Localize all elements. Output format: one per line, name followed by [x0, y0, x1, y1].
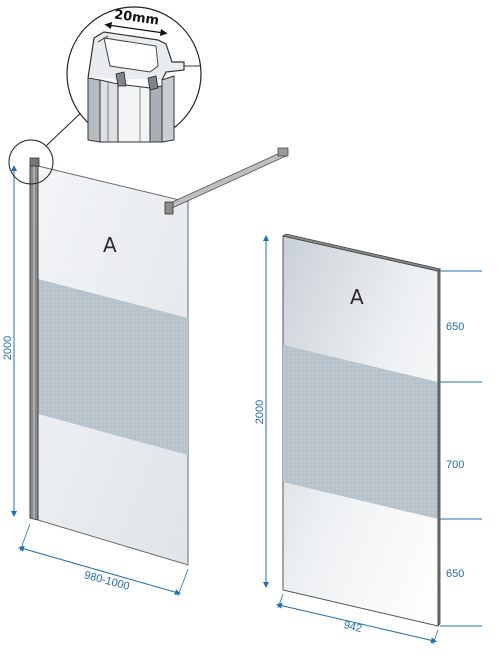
detail-width-label: 20mm: [113, 7, 160, 28]
left-panel-label: A: [103, 233, 117, 257]
left-height-dimension: 2000: [2, 165, 17, 517]
profile-detail-drawing: [87, 31, 200, 143]
right-width-label: 942: [342, 619, 363, 635]
left-glass-panel: [29, 157, 189, 566]
detail-callout: 20mm: [8, 6, 202, 185]
left-frosted-band: [38, 279, 188, 455]
right-panel-label: A: [350, 285, 364, 309]
right-glass-panel: [282, 233, 441, 627]
left-height-label: 2000: [2, 336, 14, 360]
right-height-dimension: 2000: [254, 235, 269, 588]
right-height-label: 2000: [254, 400, 266, 424]
right-width-dimension: 942: [276, 593, 439, 645]
right-frosted-band: [283, 345, 438, 519]
segment-dimensions: 650 700 650: [440, 270, 482, 627]
segment-bottom-label: 650: [446, 568, 464, 580]
segment-middle-label: 700: [446, 459, 464, 471]
segment-top-label: 650: [446, 321, 464, 333]
stabilizer-bar: [164, 147, 289, 215]
